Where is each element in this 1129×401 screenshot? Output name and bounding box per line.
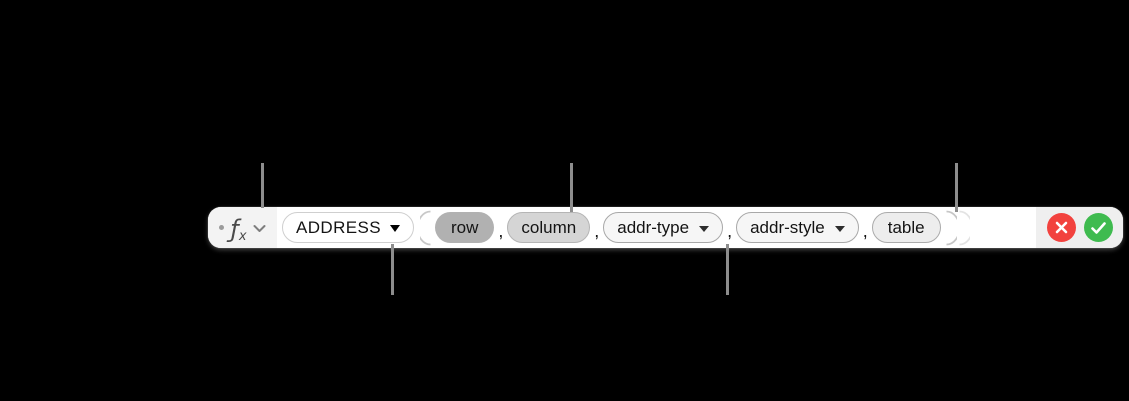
check-icon	[1090, 221, 1106, 234]
argument-label: addr-type	[617, 217, 690, 237]
dropdown-caret-icon[interactable]	[699, 225, 710, 232]
chevron-down-icon[interactable]	[253, 224, 266, 233]
argument-label: row	[451, 217, 479, 237]
callout-line-to-table-token	[955, 163, 958, 212]
dropdown-caret-icon[interactable]	[390, 225, 400, 232]
callout-line-to-address-dropdown	[391, 244, 394, 295]
close-paren-ghost	[959, 210, 970, 245]
argument-token-column[interactable]: column	[507, 212, 591, 243]
argument-label: addr-style	[750, 217, 825, 237]
argument-separator: ,	[727, 221, 733, 241]
argument-separator: ,	[862, 221, 868, 241]
formula-token-area[interactable]: ADDRESS row , column , addr-type , addr-…	[277, 207, 1036, 248]
callout-line-to-addr-type-dropdown	[726, 244, 729, 295]
x-icon	[1055, 221, 1067, 234]
argument-token-table[interactable]: table	[871, 212, 941, 243]
argument-token-addr-type[interactable]: addr-type	[603, 212, 724, 243]
function-token-address[interactable]: ADDRESS	[282, 212, 414, 243]
argument-label: table	[887, 217, 925, 237]
argument-token-row[interactable]: row	[435, 212, 495, 243]
drag-dot-icon	[219, 225, 225, 230]
formula-action-section	[1036, 207, 1123, 248]
cancel-button[interactable]	[1046, 213, 1076, 242]
callout-line-to-chevron	[261, 163, 264, 208]
function-label: ADDRESS	[296, 217, 381, 237]
accept-button[interactable]	[1083, 213, 1113, 242]
argument-label: column	[521, 217, 577, 237]
dropdown-caret-icon[interactable]	[834, 225, 845, 232]
argument-token-addr-style[interactable]: addr-style	[736, 212, 859, 243]
open-paren	[420, 210, 431, 245]
callout-line-to-column-token	[570, 163, 573, 212]
close-paren	[946, 210, 957, 245]
argument-separator: ,	[594, 221, 600, 241]
argument-separator: ,	[498, 221, 504, 241]
